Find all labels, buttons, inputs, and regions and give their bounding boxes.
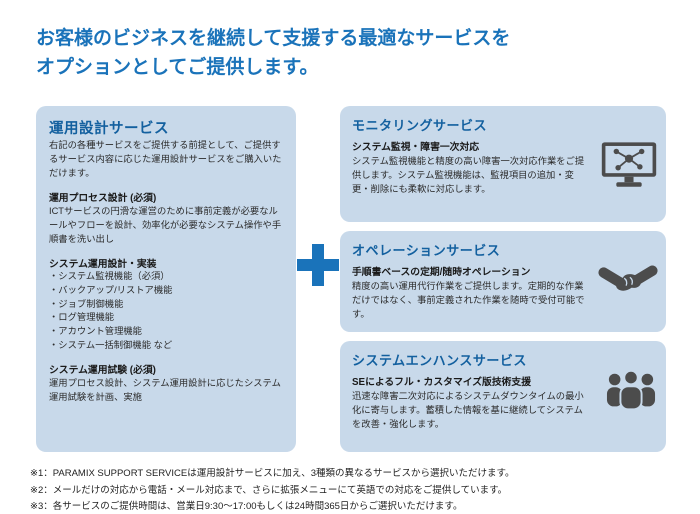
process-design-body: ICTサービスの円滑な運営のために事前定義が必要なルールやフローを設計、効率化が… [49, 205, 282, 244]
list-item: ・ログ管理機能 [49, 312, 115, 323]
heading-line1: お客様のビジネスを継続して支援する最適なサービスを [36, 28, 511, 49]
operation-service-subtitle: 手順書ベースの定期/随時オペレーション [352, 267, 531, 278]
list-item: ・システム一括制御機能 など [49, 340, 173, 351]
footnotes: ※1：PARAMIX SUPPORT SERVICEは運用設計サービスに加え、3… [30, 466, 680, 514]
operation-design-service-title: 運用設計サービス [49, 121, 169, 137]
enhance-service-body: 迅速な障害二次対応によるシステムダウンタイムの最小化に寄与します。蓄積した情報を… [352, 391, 584, 429]
operation-design-service-box: 運用設計サービス 右記の各種サービスをご提供する前提として、ご提供するサービス内… [36, 106, 296, 452]
system-test-body: 運用プロセス設計、システム運用設計に応じたシステム運用試験を計画、実施 [49, 378, 281, 403]
operation-service-title: オペレーションサービス [352, 243, 501, 258]
page-title: お客様のビジネスを継続して支援する最適なサービスを オプションとしてご提供します… [36, 24, 656, 83]
list-item: ・バックアップ/リストア機能 [49, 284, 173, 295]
system-test-heading: システム運用試験 (必須) [49, 365, 156, 377]
footnote-3: ※3：各サービスのご提供時間は、営業日9:30〜17:00もしくは24時間365… [30, 501, 463, 513]
people-group-icon [604, 367, 658, 422]
monitoring-service-box: モニタリングサービス システム監視・障害一次対応 システム監視機能と精度の高い障… [340, 106, 666, 222]
enhance-service-subtitle: SEによるフル・カスタマイズ版技術支援 [352, 377, 532, 388]
enhance-service-title: システムエンハンスサービス [352, 353, 527, 368]
enhance-service-box: システムエンハンスサービス SEによるフル・カスタマイズ版技術支援 迅速な障害二… [340, 341, 666, 452]
operation-service-body: 精度の高い運用代行作業をご提供します。定期的な作業だけではなく、事前定義された作… [352, 281, 585, 319]
plus-icon [297, 244, 339, 286]
list-item: ・アカウント管理機能 [49, 326, 142, 337]
footnote-2: ※2：メールだけの対応から電話・メール対応まで、さらに拡張メニューにて英語での対… [30, 484, 508, 496]
handshake-icon [598, 261, 658, 306]
list-item: ・ジョブ制御機能 [49, 298, 124, 309]
operation-service-box: オペレーションサービス 手順書ベースの定期/随時オペレーション 精度の高い運用代… [340, 231, 666, 332]
footnote-1: ※1：PARAMIX SUPPORT SERVICEは運用設計サービスに加え、3… [30, 468, 515, 479]
system-design-heading: システム運用設計・実装 [49, 258, 157, 270]
operation-design-service-intro: 右記の各種サービスをご提供する前提として、ご提供するサービス内容に応じた運用設計… [49, 140, 282, 178]
list-item: ・システム監視機能（必須） [49, 270, 170, 281]
monitoring-service-body: システム監視機能と精度の高い障害一次対応作業をご提供します。システム監視機能は、… [352, 156, 585, 194]
monitor-network-icon [600, 140, 658, 195]
heading-line2: オプションとしてご提供します。 [36, 57, 319, 79]
process-design-heading: 運用プロセス設計 (必須) [49, 192, 157, 204]
monitoring-service-subtitle: システム監視・障害一次対応 [352, 142, 480, 153]
monitoring-service-title: モニタリングサービス [352, 118, 488, 133]
